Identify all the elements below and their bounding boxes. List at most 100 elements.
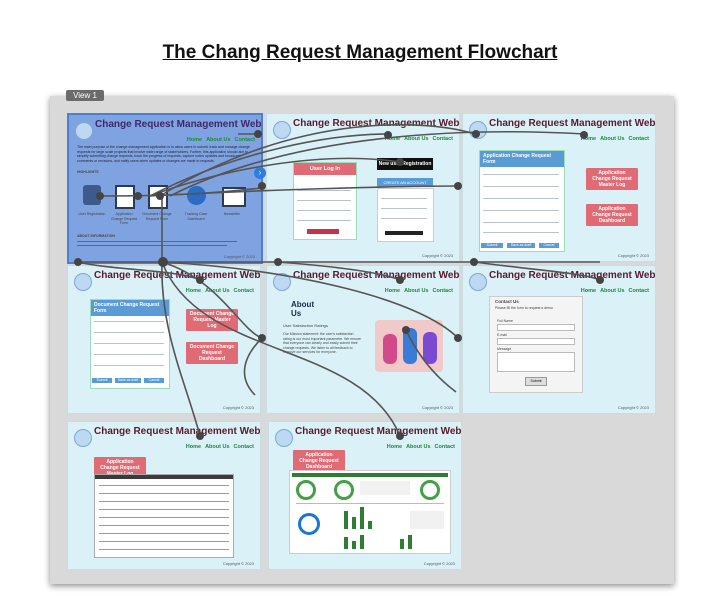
field-line bbox=[297, 220, 351, 221]
message-field[interactable] bbox=[497, 352, 575, 372]
handle-about-nav[interactable] bbox=[384, 131, 392, 139]
next-arrow-icon[interactable]: › bbox=[254, 167, 266, 179]
dashboard-button[interactable]: Document Change Request Dashboard bbox=[186, 342, 238, 364]
handle-about-nav-2[interactable] bbox=[396, 276, 404, 284]
application-form[interactable]: Application Change Request Form bbox=[479, 150, 565, 252]
nav-about[interactable]: About Us bbox=[406, 444, 431, 450]
field-line bbox=[94, 321, 164, 322]
logo-icon bbox=[75, 122, 93, 140]
icon-label-2: Application Change Request Form bbox=[110, 212, 138, 225]
about-heading: ABOUT INFORMATION bbox=[77, 234, 115, 238]
field-line bbox=[483, 232, 559, 233]
nav-about[interactable]: About Us bbox=[205, 444, 230, 450]
handle-contact-nav-2[interactable] bbox=[596, 276, 604, 284]
copyright: Copyright © 2023 bbox=[617, 405, 649, 410]
register-submit-button[interactable] bbox=[385, 231, 423, 235]
handle-contact-side[interactable] bbox=[454, 334, 462, 342]
copyright: Copyright © 2023 bbox=[421, 405, 453, 410]
handle-row-left[interactable] bbox=[74, 258, 82, 266]
nav-home[interactable]: Home bbox=[580, 136, 597, 142]
handle-row-hub[interactable] bbox=[158, 257, 168, 267]
contact-submit-button[interactable]: Submit bbox=[525, 377, 547, 386]
master-log-button[interactable]: Application Change Request Master Log bbox=[586, 168, 638, 190]
full-name-field[interactable] bbox=[497, 324, 575, 331]
document-form[interactable]: Document Change Request Form bbox=[90, 299, 170, 389]
nav-about[interactable]: About Us bbox=[205, 288, 230, 294]
login-submit-button[interactable] bbox=[307, 229, 339, 234]
field-line bbox=[381, 218, 427, 219]
page-title: The Chang Request Management Flowchart bbox=[162, 42, 558, 63]
nav-home[interactable]: Home bbox=[384, 288, 401, 294]
create-account-label: CREATE AN ACCOUNT bbox=[377, 178, 433, 187]
nav-home[interactable]: Home bbox=[185, 444, 202, 450]
draft-button[interactable]: Save as draft bbox=[507, 243, 535, 248]
nav-home[interactable]: Home bbox=[185, 288, 202, 294]
nav-about[interactable]: About Us bbox=[404, 288, 429, 294]
field-line bbox=[483, 186, 559, 187]
cancel-button[interactable]: Cancel bbox=[144, 378, 164, 383]
contact-subtitle: Please fill the form to request a demo bbox=[495, 306, 553, 310]
intro-text: The main purpose of the change managemen… bbox=[77, 145, 250, 163]
user-registration-icon bbox=[83, 185, 101, 205]
frame-title: Change Request Management Website bbox=[295, 426, 462, 437]
about-text: Our Mission statement: the user's satisf… bbox=[283, 332, 361, 354]
nav-contact[interactable]: Contact bbox=[432, 288, 453, 294]
handle-contact-nav[interactable] bbox=[580, 131, 588, 139]
nav-contact[interactable]: Contact bbox=[628, 288, 649, 294]
handle-row-mid[interactable] bbox=[274, 258, 282, 266]
nav-about[interactable]: About Us bbox=[600, 136, 625, 142]
handle-log-nav[interactable] bbox=[196, 432, 204, 440]
nav-about[interactable]: About Us bbox=[404, 136, 429, 142]
field-line bbox=[94, 332, 164, 333]
handle-doc-nav[interactable] bbox=[196, 276, 204, 284]
nav-home[interactable]: Home bbox=[580, 288, 597, 294]
nav-contact[interactable]: Contact bbox=[234, 137, 255, 143]
nav-about[interactable]: About Us bbox=[600, 288, 625, 294]
handle-row-right[interactable] bbox=[470, 258, 478, 266]
handle-app-side[interactable] bbox=[454, 182, 462, 190]
draft-button[interactable]: Save as draft bbox=[115, 378, 141, 383]
handle-app-nav[interactable] bbox=[472, 130, 480, 138]
nav-contact[interactable]: Contact bbox=[233, 288, 254, 294]
handle-about-icon[interactable] bbox=[402, 326, 410, 334]
nav-contact[interactable]: Contact bbox=[434, 444, 455, 450]
cancel-button[interactable]: Cancel bbox=[539, 243, 559, 248]
login-label: User Log In bbox=[294, 163, 356, 175]
message-label: Message bbox=[497, 347, 512, 351]
handle-login-side[interactable] bbox=[258, 182, 266, 190]
submit-button[interactable]: Submit bbox=[481, 243, 503, 248]
nav-about[interactable]: About Us bbox=[206, 137, 231, 143]
email-field[interactable] bbox=[497, 338, 575, 345]
handle-register[interactable] bbox=[396, 158, 404, 166]
nav-home[interactable]: Home bbox=[186, 137, 203, 143]
nav-contact[interactable]: Contact bbox=[628, 136, 649, 142]
handle-home-right[interactable] bbox=[156, 192, 164, 200]
register-label: New user Registration bbox=[377, 158, 433, 170]
nav-contact[interactable]: Contact bbox=[233, 444, 254, 450]
handle-home-mid[interactable] bbox=[134, 192, 142, 200]
field-line bbox=[297, 200, 351, 201]
handle-about-side[interactable] bbox=[258, 334, 266, 342]
dashboard-button[interactable]: Application Change Request Dashboard bbox=[586, 204, 638, 226]
submit-button[interactable]: Submit bbox=[92, 378, 112, 383]
nav-home[interactable]: Home bbox=[386, 444, 403, 450]
view-tab[interactable]: View 1 bbox=[66, 90, 104, 101]
text-line bbox=[77, 241, 237, 242]
icon-label-1: User Registration bbox=[78, 212, 106, 216]
master-log-button[interactable]: Document Change Request Master Log bbox=[186, 309, 238, 331]
handle-login-nav[interactable] bbox=[254, 130, 262, 138]
handle-home-left[interactable] bbox=[96, 192, 104, 200]
handle-dash-nav[interactable] bbox=[396, 432, 404, 440]
contact-title: Contact Us bbox=[495, 299, 519, 304]
nav-contact[interactable]: Contact bbox=[432, 136, 453, 142]
